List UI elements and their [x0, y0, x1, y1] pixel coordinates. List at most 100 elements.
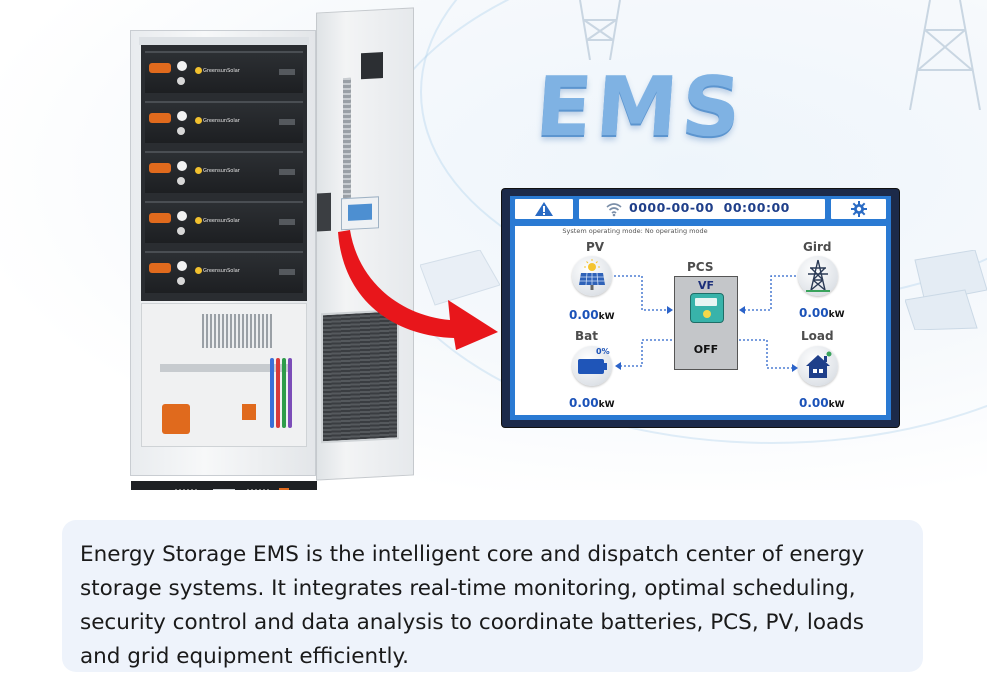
battery-rack: GreensunSolar GreensunSolar GreensunSola… — [141, 45, 307, 301]
bat-label: Bat — [575, 329, 598, 343]
module-brand: GreensunSolar — [203, 268, 240, 274]
cable — [270, 358, 274, 428]
indicator — [177, 111, 187, 121]
alarm-button[interactable] — [515, 199, 573, 219]
connector — [149, 213, 171, 223]
door-switch — [317, 192, 331, 232]
grid-node[interactable] — [798, 256, 838, 296]
electrical-compartment — [141, 303, 307, 447]
flow-arrow — [792, 364, 798, 372]
bat-flow-line — [621, 339, 672, 367]
load-label: Load — [801, 329, 834, 343]
cable — [288, 358, 292, 428]
solar-panel-decor — [420, 250, 500, 306]
cabinet-base — [131, 481, 317, 490]
load-power-value: 0.00 — [799, 396, 829, 410]
battery-module: GreensunSolar — [145, 151, 303, 193]
load-power-unit: kW — [828, 400, 845, 410]
solar-panel-decor — [905, 250, 987, 330]
load-node[interactable] — [798, 346, 838, 386]
brand-logo-icon — [195, 67, 202, 74]
brand-logo-icon — [195, 267, 202, 274]
grid-label: Gird — [803, 240, 832, 254]
pv-power-unit: kW — [598, 312, 615, 322]
pcs-state: OFF — [693, 343, 719, 356]
pv-power-value: 0.00 — [569, 308, 599, 322]
indicator — [177, 161, 187, 171]
pv-node[interactable] — [572, 256, 612, 296]
pcs-node[interactable]: VF OFF — [674, 276, 738, 370]
indicator — [177, 77, 185, 85]
energy-storage-cabinet: GreensunSolar GreensunSolar GreensunSola… — [130, 30, 317, 490]
pylon-icon — [909, 0, 981, 110]
indicator — [177, 261, 187, 271]
load-power: 0.00kW — [799, 396, 845, 410]
busbar — [160, 364, 290, 372]
connector — [149, 113, 171, 123]
warning-icon — [535, 202, 553, 216]
status-bar: 0000-00-00 00:00:00 — [579, 199, 825, 219]
inverter-icon — [690, 293, 724, 323]
inverter-indicator — [703, 310, 711, 318]
base-indicator — [279, 488, 289, 490]
port-strip — [279, 269, 295, 275]
hmi-display: 0000-00-00 00:00:00 System operating mod… — [510, 196, 891, 420]
brand-logo-icon — [195, 117, 202, 124]
battery-module: GreensunSolar — [145, 101, 303, 143]
wifi-icon — [606, 203, 622, 217]
settings-button[interactable] — [831, 199, 886, 219]
pv-power: 0.00kW — [569, 308, 615, 322]
brand-logo-icon — [195, 217, 202, 224]
product-hero: EMS GreensunSolar GreensunSolar Greensun… — [0, 0, 987, 490]
module-brand: GreensunSolar — [203, 118, 240, 124]
battery-icon — [578, 359, 607, 374]
port-strip — [279, 119, 295, 125]
flow-arrow — [667, 306, 673, 314]
connector — [149, 263, 171, 273]
indicator — [177, 227, 185, 235]
cable — [282, 358, 286, 428]
grid-power-value: 0.00 — [799, 306, 829, 320]
load-flow-line — [739, 339, 792, 369]
indicator — [177, 211, 187, 221]
solar-panel-icon — [579, 259, 605, 290]
grid-power-unit: kW — [828, 310, 845, 320]
cable — [276, 358, 280, 428]
indicator — [177, 61, 187, 71]
energy-flow-lines — [614, 275, 798, 372]
port-strip — [279, 169, 295, 175]
door-component — [361, 52, 383, 80]
grid-flow-line — [745, 275, 796, 311]
battery-module: GreensunSolar — [145, 201, 303, 243]
description-text: Energy Storage EMS is the intelligent co… — [80, 542, 865, 669]
bat-power: 0.00kW — [569, 396, 615, 410]
pylon-icon — [579, 0, 621, 60]
hmi-topbar: 0000-00-00 00:00:00 — [510, 196, 891, 222]
connector — [149, 163, 171, 173]
breaker — [162, 404, 190, 434]
operating-mode-text: System operating mode: No operating mode — [562, 227, 708, 235]
bat-node[interactable]: 0% — [572, 346, 612, 386]
bat-power-unit: kW — [598, 400, 615, 410]
indicator — [177, 277, 185, 285]
flow-arrow — [615, 362, 621, 370]
base-vent — [247, 489, 269, 490]
module-brand: GreensunSolar — [203, 218, 240, 224]
pv-label: PV — [586, 240, 605, 254]
base-label — [213, 489, 235, 490]
module-brand: GreensunSolar — [203, 168, 240, 174]
pcs-label: PCS — [687, 260, 714, 274]
battery-module: GreensunSolar — [145, 51, 303, 93]
indicator — [177, 127, 185, 135]
inverter-display — [695, 298, 717, 306]
connector — [149, 63, 171, 73]
datetime: 0000-00-00 00:00:00 — [629, 200, 790, 215]
transmission-tower-icon — [806, 259, 830, 292]
red-arrow-icon — [338, 230, 498, 350]
brand-logo-icon — [195, 167, 202, 174]
bat-soc: 0% — [596, 347, 610, 356]
breaker — [242, 404, 256, 420]
bat-power-value: 0.00 — [569, 396, 599, 410]
grid-power: 0.00kW — [799, 306, 845, 320]
base-vent — [175, 489, 197, 490]
